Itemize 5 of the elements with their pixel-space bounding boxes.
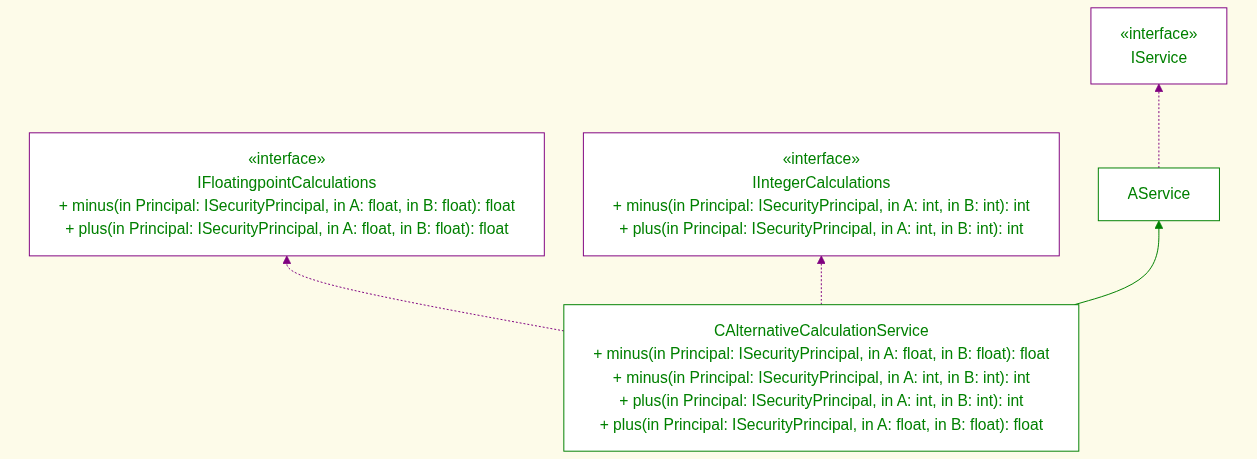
node-box: AService: [1098, 167, 1221, 222]
node-box: «interface» IService: [1090, 7, 1228, 85]
node-box: CAlternativeCalculationService + minus(in Principal: ISecurityPrincipal, in A: float, in B: float): float + minus(in Principal: ISecurityPrincipal, in A: int, in B: int): int + plus(in Principal: ISecurityPrincipal, in A: int, in B: int): int + plus(in Principal: ISecurityPrincipal, in A: float, in B: float): float: [563, 304, 1080, 452]
node-box: «interface» IIntegerCalculations + minus(in Principal: ISecurityPrincipal, in A: int, in B: int): int + plus(in Principal: ISecurityPrincipal, in A: int, in B: int): int: [583, 132, 1061, 257]
node-box: «interface» IFloatingpointCalculations + minus(in Principal: ISecurityPrincipal, in A: float, in B: float): float + plus(in Principal: ISecurityPrincipal, in A: float, in B: float): float: [29, 132, 546, 257]
